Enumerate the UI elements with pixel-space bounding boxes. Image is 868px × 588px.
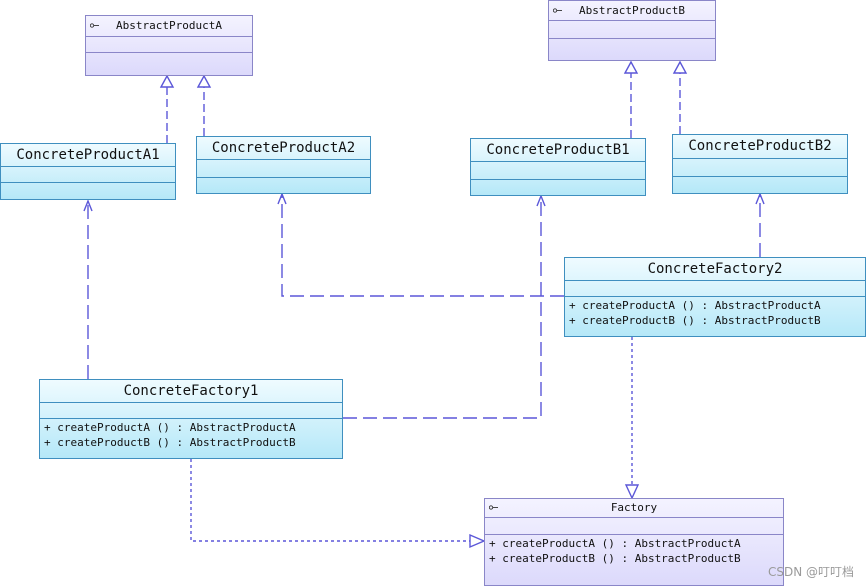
arrowhead-factory-top xyxy=(624,484,640,500)
class-factory[interactable]: Factory + createProductA () : AbstractPr… xyxy=(484,498,784,586)
class-name: ConcreteFactory2 xyxy=(647,261,783,277)
attributes-compartment xyxy=(565,281,865,297)
attributes-compartment xyxy=(197,160,370,178)
arrowhead-b1 xyxy=(623,60,639,74)
attributes-compartment xyxy=(86,37,252,53)
class-abstract-product-b[interactable]: AbstractProductB xyxy=(548,0,716,61)
operation-create-product-a: + createProductA () : AbstractProductA xyxy=(44,421,296,434)
class-name: ConcreteProductA1 xyxy=(16,147,160,163)
arrowhead-a2 xyxy=(196,74,212,88)
key-icon xyxy=(553,7,562,13)
attributes-compartment xyxy=(485,518,783,535)
class-concrete-product-b1[interactable]: ConcreteProductB1 xyxy=(470,138,646,196)
class-name: ConcreteProductB2 xyxy=(688,138,832,154)
attributes-compartment xyxy=(40,403,342,419)
class-name: ConcreteProductB1 xyxy=(486,142,630,158)
operation-create-product-a: + createProductA () : AbstractProductA xyxy=(489,537,741,550)
attributes-compartment xyxy=(1,167,175,183)
class-concrete-product-a2[interactable]: ConcreteProductA2 xyxy=(196,136,371,194)
arrowhead-dep-a1 xyxy=(83,199,93,212)
operations-compartment: + createProductA () : AbstractProductA +… xyxy=(565,297,865,328)
arrowhead-dep-a2 xyxy=(277,192,287,205)
arrowhead-a1 xyxy=(159,74,175,88)
class-concrete-factory-2[interactable]: ConcreteFactory2 + createProductA () : A… xyxy=(564,257,866,337)
arrowhead-b2 xyxy=(672,60,688,74)
class-name: AbstractProductA xyxy=(116,19,222,32)
operation-create-product-a: + createProductA () : AbstractProductA xyxy=(569,299,821,312)
arrowhead-dep-b1 xyxy=(536,194,546,207)
edge-factory1-depends-b1 xyxy=(343,196,542,419)
class-concrete-product-b2[interactable]: ConcreteProductB2 xyxy=(672,134,848,194)
attributes-compartment xyxy=(471,162,645,180)
operation-create-product-b: + createProductB () : AbstractProductB xyxy=(569,314,821,327)
attributes-compartment xyxy=(673,159,847,177)
arrowhead-factory-left xyxy=(469,533,486,549)
class-abstract-product-a[interactable]: AbstractProductA xyxy=(85,15,253,76)
watermark: CSDN @叮叮档 xyxy=(767,565,854,579)
edge-factory1-realizes-factory xyxy=(190,459,470,542)
class-name: ConcreteFactory1 xyxy=(123,383,259,399)
operation-create-product-b: + createProductB () : AbstractProductB xyxy=(489,552,741,565)
class-concrete-factory-1[interactable]: ConcreteFactory1 + createProductA () : A… xyxy=(39,379,343,459)
arrowhead-dep-b2 xyxy=(755,192,765,205)
operation-create-product-b: + createProductB () : AbstractProductB xyxy=(44,436,296,449)
class-name: AbstractProductB xyxy=(579,4,685,17)
edge-factory2-depends-a2 xyxy=(281,194,564,297)
key-icon xyxy=(489,505,498,510)
class-name: ConcreteProductA2 xyxy=(211,140,356,156)
class-name: Factory xyxy=(610,501,658,514)
class-concrete-product-a1[interactable]: ConcreteProductA1 xyxy=(0,143,176,200)
key-icon xyxy=(90,23,99,28)
operations-compartment: + createProductA () : AbstractProductA +… xyxy=(40,419,342,450)
operations-compartment: + createProductA () : AbstractProductA +… xyxy=(485,535,783,566)
attributes-compartment xyxy=(549,21,715,39)
